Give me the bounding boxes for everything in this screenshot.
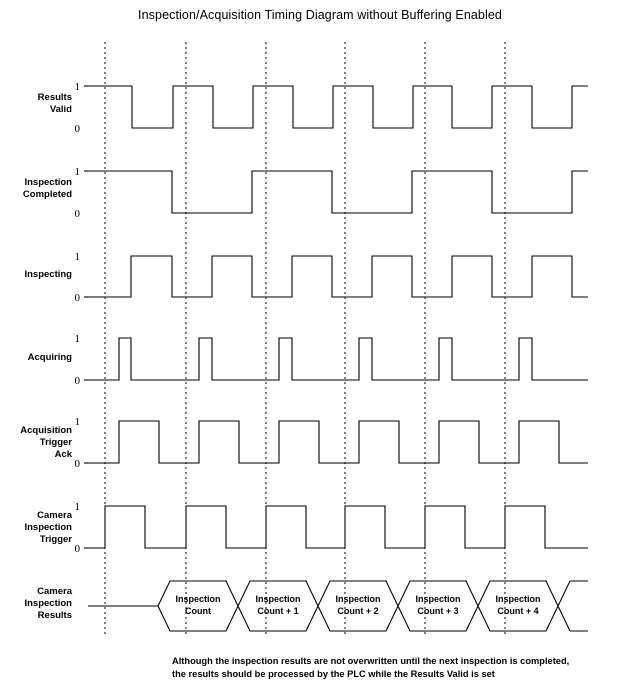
tick-label-low: 0 [75, 208, 81, 220]
signals-group: ResultsValid10InspectionCompleted10Inspe… [20, 81, 588, 632]
tick-label-high: 1 [75, 416, 81, 428]
signal-label: Inspection [24, 598, 72, 609]
tick-label-low: 0 [75, 375, 81, 387]
bus-cell-label: Count + 1 [257, 606, 298, 616]
signal-label: Inspection [24, 177, 72, 188]
signal-label: Trigger [40, 534, 73, 545]
tick-label-high: 1 [75, 81, 81, 93]
waveform-path [88, 420, 588, 464]
bus-cell-label: Inspection [495, 594, 540, 604]
signal-label: Results [38, 610, 72, 621]
gridlines-group [104, 42, 506, 636]
tick-label-high: 1 [75, 333, 81, 345]
bus-cell-label: Inspection [175, 594, 220, 604]
signal-label: Inspecting [24, 269, 72, 280]
signal-label: Inspection [24, 522, 72, 533]
footnote-line-2: the results should be processed by the P… [172, 669, 495, 679]
signal-label: Camera [37, 586, 73, 597]
waveform-path [88, 337, 588, 381]
signal-label: Results [38, 92, 72, 103]
tick-label-low: 0 [75, 292, 81, 304]
waveform-path [88, 85, 588, 129]
tick-label-low: 0 [75, 123, 81, 135]
tick-label-high: 1 [75, 501, 81, 513]
signal-row-6: CameraInspectionResultsInspectionCountIn… [24, 580, 588, 632]
waveform-path [88, 505, 588, 549]
tick-label-low: 0 [75, 543, 81, 555]
bus-cell-label: Inspection [415, 594, 460, 604]
bus-cell-label: Inspection [335, 594, 380, 604]
bus-cell-label: Inspection [255, 594, 300, 604]
timing-diagram-svg: ResultsValid10InspectionCompleted10Inspe… [20, 42, 588, 636]
signal-label: Acquisition [20, 425, 72, 436]
signal-label: Completed [23, 189, 72, 200]
footnote-line-1: Although the inspection results are not … [172, 656, 570, 666]
signal-label: Ack [55, 449, 73, 460]
signal-label: Acquiring [28, 352, 73, 363]
waveform-path [88, 170, 588, 214]
bus-tail [570, 580, 588, 632]
signal-label: Trigger [40, 437, 73, 448]
signal-label: Valid [50, 104, 72, 115]
bus-cell-label: Count + 4 [497, 606, 538, 616]
tick-label-low: 0 [75, 458, 81, 470]
bus-cell-label: Count + 3 [417, 606, 458, 616]
bus-cell-label: Count [185, 606, 211, 616]
footnote: Although the inspection results are not … [172, 655, 632, 681]
tick-label-high: 1 [75, 251, 81, 263]
bus-tail-taper [557, 580, 571, 632]
signal-label: Camera [37, 510, 73, 521]
page-title: Inspection/Acquisition Timing Diagram wi… [138, 8, 502, 22]
waveform-path [88, 255, 588, 298]
tick-label-high: 1 [75, 166, 81, 178]
bus-cell-label: Count + 2 [337, 606, 378, 616]
